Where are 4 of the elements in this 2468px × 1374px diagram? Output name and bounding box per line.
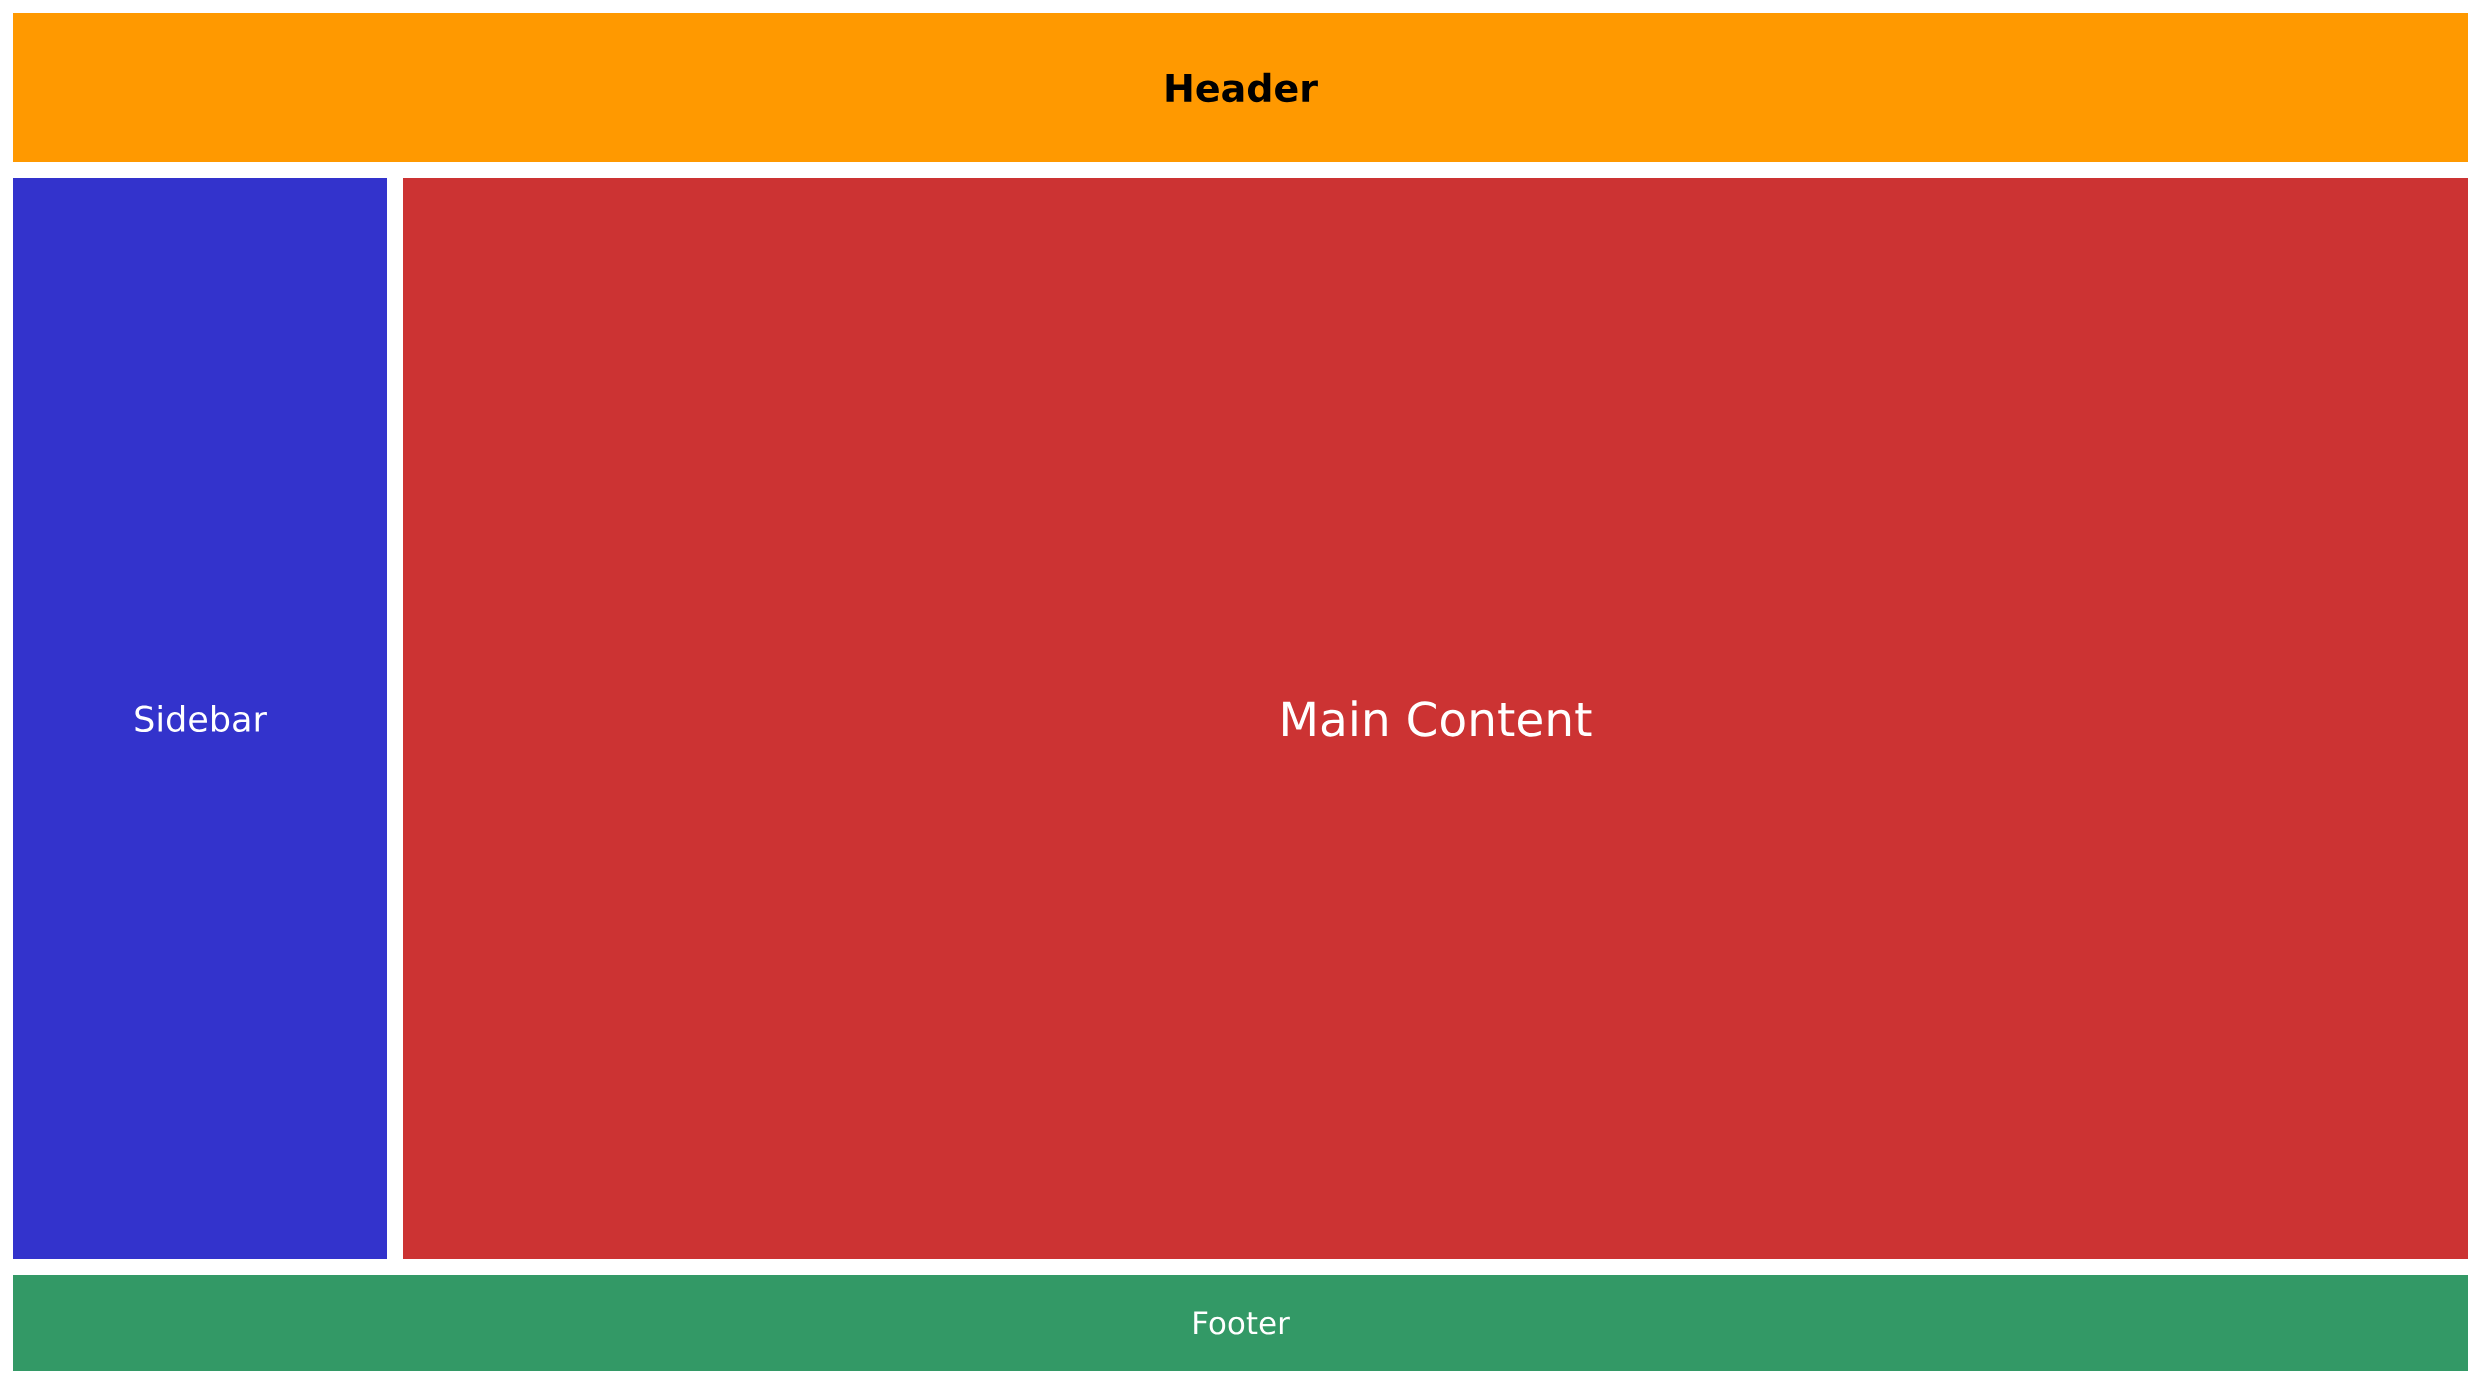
footer-bar: Footer (13, 1275, 2468, 1371)
header-bar: Header (13, 13, 2468, 162)
sidebar-panel: Sidebar (13, 178, 387, 1259)
content-panel: Main Content (403, 178, 2468, 1259)
